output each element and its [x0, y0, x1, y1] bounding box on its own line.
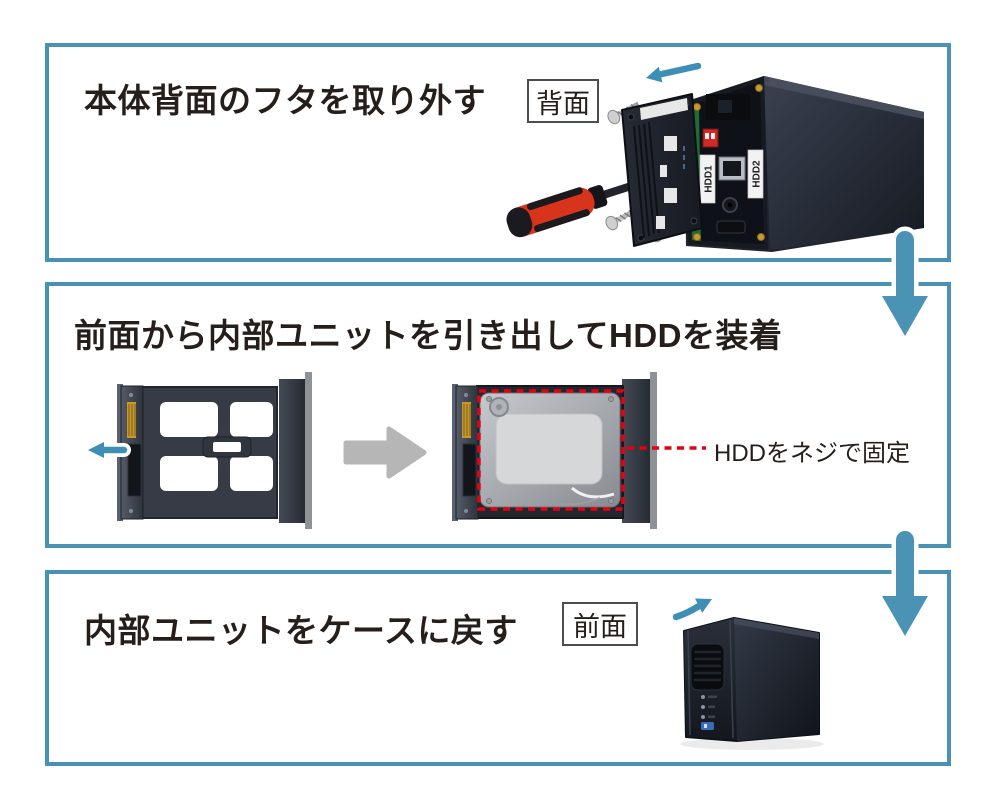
step-1-title: 本体背面のフタを取り外す — [84, 82, 486, 119]
rear-label-hdd1: HDD1 — [704, 165, 715, 193]
back-cover-plate — [621, 93, 703, 247]
step-2-title: 前面から内部ユニットを引き出してHDDを装着 — [74, 317, 783, 354]
left-arrow-icon — [641, 59, 705, 87]
hdd-position-outline — [477, 389, 625, 511]
up-right-arrow-icon — [669, 594, 717, 624]
down-arrow-icon — [877, 226, 933, 341]
inner-tray-with-hdd — [452, 372, 657, 529]
inner-tray-empty — [117, 372, 312, 529]
front-side-tag: 前面 — [562, 602, 638, 646]
rear-side-tag: 背面 — [527, 79, 599, 123]
rear-label-hdd2: HDD2 — [752, 160, 763, 188]
hdd-screw-annotation: HDDをネジで固定 — [714, 440, 910, 467]
brand-logo — [701, 722, 714, 730]
left-arrow-icon — [83, 437, 131, 463]
step-3-title: 内部ユニットをケースに戻す — [84, 612, 518, 649]
enclosure-front-view — [680, 617, 824, 750]
down-arrow-icon — [877, 526, 933, 641]
right-arrow-icon — [343, 426, 427, 479]
enclosure-rear-view: HDD1 HDD2 — [684, 76, 924, 252]
